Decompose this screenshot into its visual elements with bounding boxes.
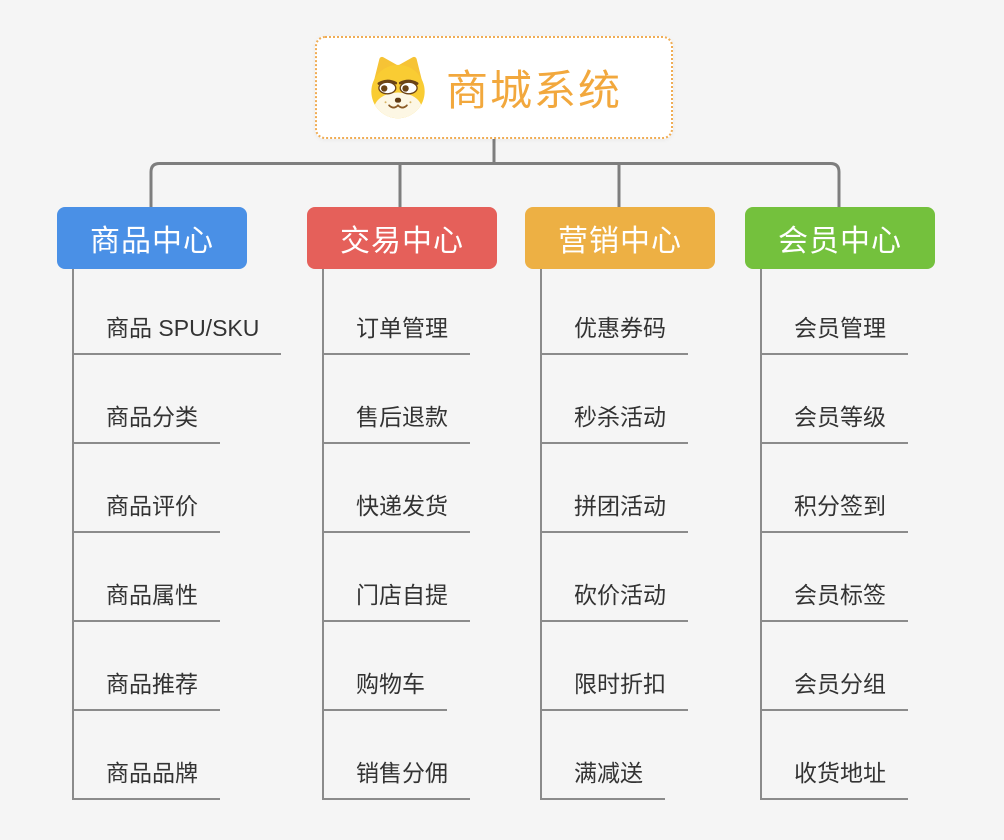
leaf-node[interactable]: 优惠券码 xyxy=(541,313,688,355)
leaf-node[interactable]: 会员管理 xyxy=(761,313,908,355)
leaf-node[interactable]: 商品推荐 xyxy=(73,669,220,711)
branch-marketing-center: 营销中心 优惠券码 秒杀活动 拼团活动 砍价活动 限时折扣 满减送 xyxy=(525,207,795,807)
branch-spine-line xyxy=(760,269,762,800)
branch-trade-center: 交易中心 订单管理 售后退款 快递发货 门店自提 购物车 销售分佣 xyxy=(307,207,577,807)
leaf-node[interactable]: 销售分佣 xyxy=(323,758,470,800)
leaf-node[interactable]: 积分签到 xyxy=(761,491,908,533)
leaf-node[interactable]: 购物车 xyxy=(323,669,447,711)
leaf-node[interactable]: 收货地址 xyxy=(761,758,908,800)
leaf-node[interactable]: 拼团活动 xyxy=(541,491,688,533)
branch-node-marketing[interactable]: 营销中心 xyxy=(525,207,715,269)
branch-member-center: 会员中心 会员管理 会员等级 积分签到 会员标签 会员分组 收货地址 xyxy=(745,207,1004,807)
branch-node-member[interactable]: 会员中心 xyxy=(745,207,935,269)
branch-spine-line xyxy=(322,269,324,800)
root-node-title: 商城系统 xyxy=(445,67,622,114)
branch-node-product[interactable]: 商品中心 xyxy=(57,207,247,269)
leaf-node[interactable]: 订单管理 xyxy=(323,313,470,355)
leaf-node[interactable]: 限时折扣 xyxy=(541,669,688,711)
leaf-node[interactable]: 商品评价 xyxy=(73,491,220,533)
branch-spine-line xyxy=(540,269,542,800)
leaf-node[interactable]: 门店自提 xyxy=(323,580,470,622)
leaf-node[interactable]: 商品属性 xyxy=(73,580,220,622)
leaf-node[interactable]: 商品 SPU/SKU xyxy=(73,313,282,355)
leaf-node[interactable]: 商品分类 xyxy=(73,402,220,444)
leaf-node[interactable]: 会员等级 xyxy=(761,402,908,444)
leaf-node[interactable]: 秒杀活动 xyxy=(541,402,688,444)
branch-spine-line xyxy=(72,269,74,800)
doge-icon xyxy=(371,56,425,118)
branch-product-center: 商品中心 商品 SPU/SKU 商品分类 商品评价 商品属性 商品推荐 商品品牌 xyxy=(57,207,327,807)
leaf-node[interactable]: 砍价活动 xyxy=(541,580,688,622)
leaf-node[interactable]: 会员标签 xyxy=(761,580,908,622)
branch-node-trade[interactable]: 交易中心 xyxy=(307,207,497,269)
leaf-node[interactable]: 会员分组 xyxy=(761,669,908,711)
leaf-node[interactable]: 快递发货 xyxy=(323,491,470,533)
leaf-node[interactable]: 商品品牌 xyxy=(73,758,220,800)
root-node[interactable]: 商城系统 xyxy=(315,36,673,139)
leaf-node[interactable]: 售后退款 xyxy=(323,402,470,444)
leaf-node[interactable]: 满减送 xyxy=(541,758,665,800)
